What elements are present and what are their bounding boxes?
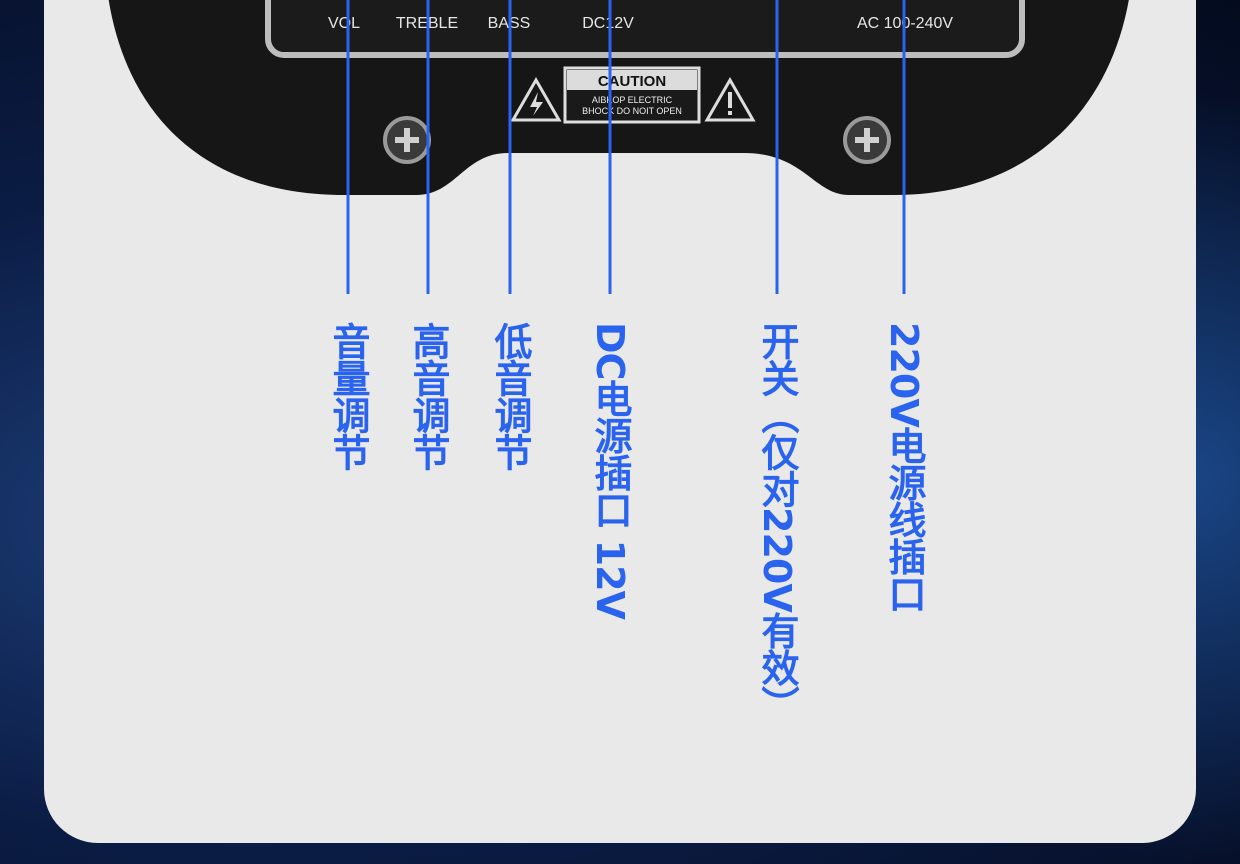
screw-icon bbox=[383, 116, 431, 164]
lightning-warning-icon bbox=[510, 76, 562, 122]
ac-callout-label: 220V电源线插口 bbox=[882, 322, 926, 612]
callout-lines bbox=[346, 0, 906, 294]
caution-title: CAUTION bbox=[598, 73, 666, 90]
vol-label: VOL bbox=[328, 15, 360, 32]
exclamation-warning-icon bbox=[704, 76, 756, 122]
screw-icon bbox=[843, 116, 891, 164]
treble-callout-label: 高音调节 bbox=[406, 322, 450, 470]
control-plate bbox=[265, 0, 1025, 58]
caution-line2: BHOCK DO NOIT OPEN bbox=[582, 106, 682, 116]
vol-callout-label: 音量调节 bbox=[326, 322, 370, 470]
bass-callout-label: 低音调节 bbox=[488, 322, 532, 470]
caution-header bbox=[567, 70, 697, 90]
dc-label: DC12V bbox=[582, 15, 634, 32]
caution-line1: AIBKOP ELECTRIC bbox=[592, 95, 673, 105]
product-card: VOL TREBLE BASS DC12V AC 100-240V CAUTIO… bbox=[44, 0, 1196, 843]
amplifier-panel: VOL TREBLE BASS DC12V AC 100-240V CAUTIO… bbox=[108, 0, 1129, 294]
dc-callout-label: DC电源插口 12V bbox=[588, 322, 632, 619]
switch-callout-label: 开关（仅对220V有效） bbox=[755, 322, 799, 723]
